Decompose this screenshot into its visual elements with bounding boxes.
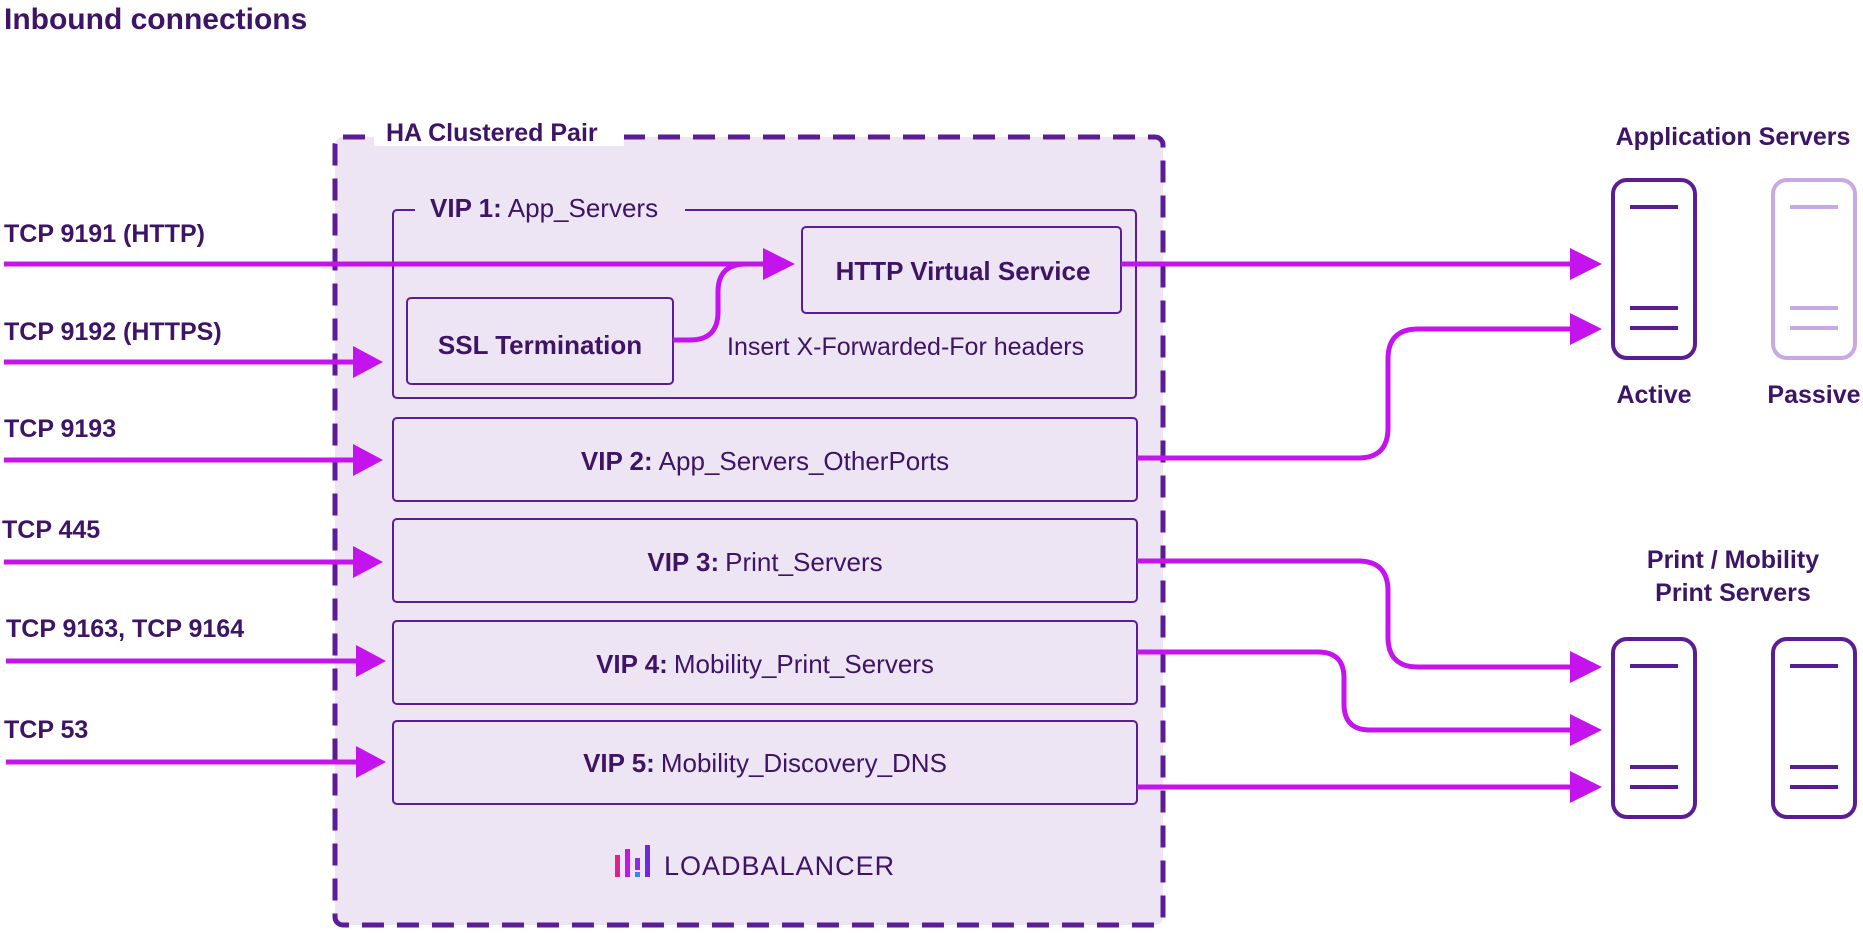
input-label-tcp9192: TCP 9192 (HTTPS)	[4, 318, 222, 346]
vip1-label: VIP 1:App_Servers	[430, 193, 658, 223]
inbound-arrow-tcp9192	[4, 346, 383, 378]
input-label-tcp53: TCP 53	[4, 716, 88, 744]
app-server-passive-icon	[1771, 178, 1857, 360]
print-server-2-icon	[1771, 637, 1857, 819]
vip1-box	[392, 209, 1137, 399]
app-server-passive-label: Passive	[1767, 381, 1860, 409]
print-servers-title-line2: Print Servers	[1655, 579, 1811, 607]
http-to-app-servers-arrow	[1121, 248, 1602, 280]
inbound-arrow-tcp9191	[4, 248, 795, 280]
vip4-label: VIP 4:Mobility_Print_Servers	[596, 649, 934, 679]
vip1-label-name: App_Servers	[508, 193, 658, 223]
vip4-label-name: Mobility_Print_Servers	[674, 649, 934, 679]
input-label-tcp9191: TCP 9191 (HTTP)	[4, 220, 205, 248]
inbound-arrow-tcp9163-9164	[6, 645, 386, 677]
vip4-label-bold: VIP 4:	[596, 649, 668, 679]
input-label-tcp445: TCP 445	[2, 516, 100, 544]
app-server-active-icon	[1611, 178, 1697, 360]
print-servers-title-line1: Print / Mobility	[1647, 546, 1819, 574]
xff-note: Insert X-Forwarded-For headers	[727, 333, 1084, 361]
inbound-arrow-tcp445	[4, 546, 383, 578]
loadbalancer-logo-icon	[615, 845, 650, 877]
input-label-tcp9163-9164: TCP 9163, TCP 9164	[6, 615, 244, 643]
loadbalancer-logo: LOADBALANCER	[615, 845, 895, 881]
vip5-label: VIP 5:Mobility_Discovery_DNS	[583, 748, 947, 778]
vip2-label-bold: VIP 2:	[581, 446, 653, 476]
vip2-label-name: App_Servers_OtherPorts	[659, 446, 949, 476]
vip5-to-print-servers-arrow	[1137, 771, 1602, 803]
vip2-to-app-servers-arrow	[1137, 313, 1602, 461]
vip3-label: VIP 3:Print_Servers	[647, 547, 882, 577]
http-virtual-service-box	[801, 226, 1122, 314]
vip4-box	[392, 620, 1138, 705]
vip3-label-name: Print_Servers	[725, 547, 883, 577]
inbound-arrow-tcp53	[6, 746, 386, 778]
vip1-label-bold: VIP 1:	[430, 193, 502, 223]
vip2-label: VIP 2:App_Servers_OtherPorts	[581, 446, 949, 476]
logo-wordmark: LOADBALANCER	[664, 851, 895, 881]
cluster-label-bg	[374, 112, 624, 146]
app-servers-title: Application Servers	[1616, 123, 1851, 151]
cluster-label: HA Clustered Pair	[386, 119, 598, 147]
vip3-to-print-servers-arrow	[1137, 558, 1602, 683]
vip5-box	[392, 720, 1138, 805]
page-title: Inbound connections	[4, 3, 307, 36]
ha-cluster-panel	[332, 134, 1166, 928]
vip4-to-print-servers-arrow	[1137, 649, 1602, 746]
ssl-to-http-wire	[673, 261, 765, 343]
input-label-tcp9193: TCP 9193	[4, 415, 116, 443]
vip1-label-bg	[415, 196, 685, 224]
vip5-label-name: Mobility_Discovery_DNS	[661, 748, 947, 778]
print-server-1-icon	[1611, 637, 1697, 819]
http-virtual-service-label: HTTP Virtual Service	[836, 256, 1091, 286]
ssl-termination-label: SSL Termination	[438, 330, 642, 360]
inbound-arrow-tcp9193	[4, 444, 383, 476]
app-server-active-label: Active	[1616, 381, 1691, 409]
vip3-label-bold: VIP 3:	[647, 547, 719, 577]
vip5-label-bold: VIP 5:	[583, 748, 655, 778]
